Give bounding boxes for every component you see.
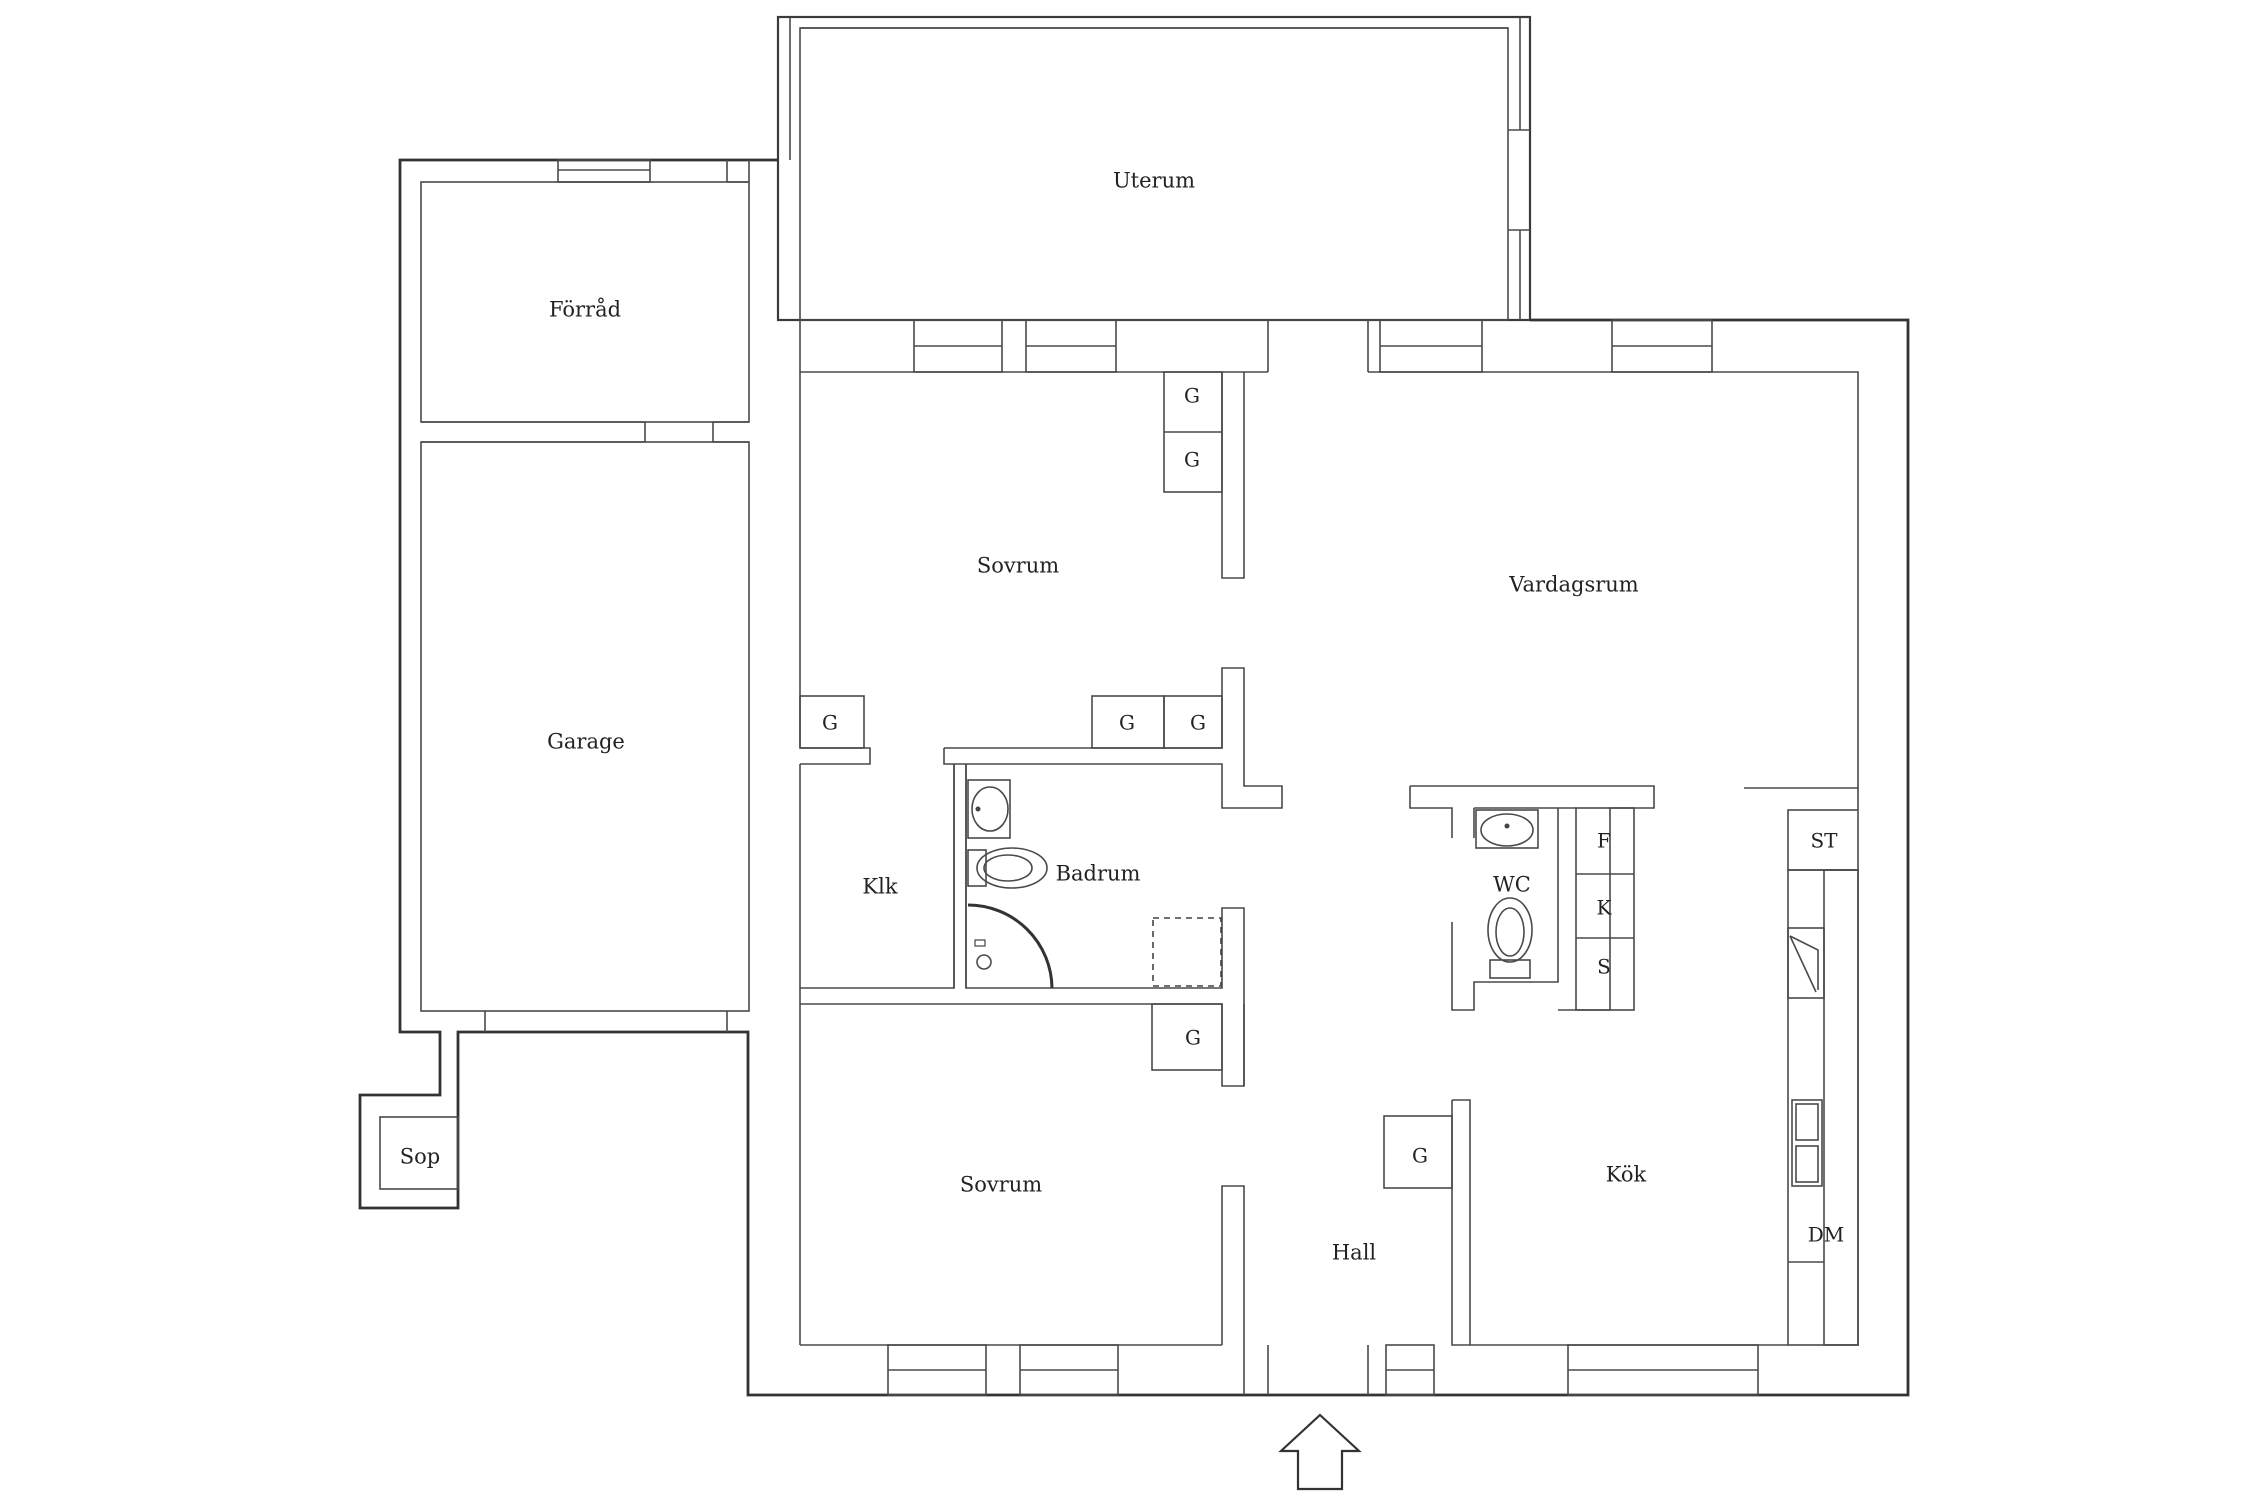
- room-label-klk: Klk: [862, 875, 897, 899]
- room-label-sovrum-bottom: Sovrum: [960, 1173, 1042, 1197]
- room-label-uterum: Uterum: [1113, 169, 1195, 193]
- wardrobe-label: G: [1412, 1144, 1428, 1168]
- wardrobe-label: G: [822, 711, 838, 735]
- room-label-sop: Sop: [400, 1145, 440, 1169]
- wardrobe-label: G: [1119, 711, 1135, 735]
- room-label-badrum: Badrum: [1056, 862, 1141, 886]
- wardrobe-label: G: [1184, 384, 1200, 408]
- cabinet-label: S: [1597, 955, 1611, 979]
- room-label-garage: Garage: [547, 730, 625, 754]
- dishwasher-label: DM: [1808, 1223, 1845, 1247]
- interior-walls: [799, 319, 1859, 1396]
- exterior-walls: [358, 15, 1910, 1397]
- room-label-hall: Hall: [1332, 1241, 1377, 1265]
- wardrobe-label: G: [1185, 1026, 1201, 1050]
- room-label-vardagsrum: Vardagsrum: [1508, 573, 1639, 597]
- room-label-sovrum-top: Sovrum: [977, 554, 1059, 578]
- storage-st-label: ST: [1810, 829, 1838, 853]
- wardrobe-label: G: [1184, 448, 1200, 472]
- entrance-arrow-icon: [1278, 1413, 1362, 1491]
- room-label-forrad: Förråd: [549, 298, 621, 322]
- room-label-wc: WC: [1493, 873, 1531, 897]
- fridge-label: K: [1597, 896, 1613, 920]
- room-label-kok: Kök: [1606, 1163, 1647, 1187]
- bathroom-fixtures: [967, 779, 1539, 989]
- wardrobe-label: G: [1190, 711, 1206, 735]
- freezer-label: F: [1597, 829, 1611, 853]
